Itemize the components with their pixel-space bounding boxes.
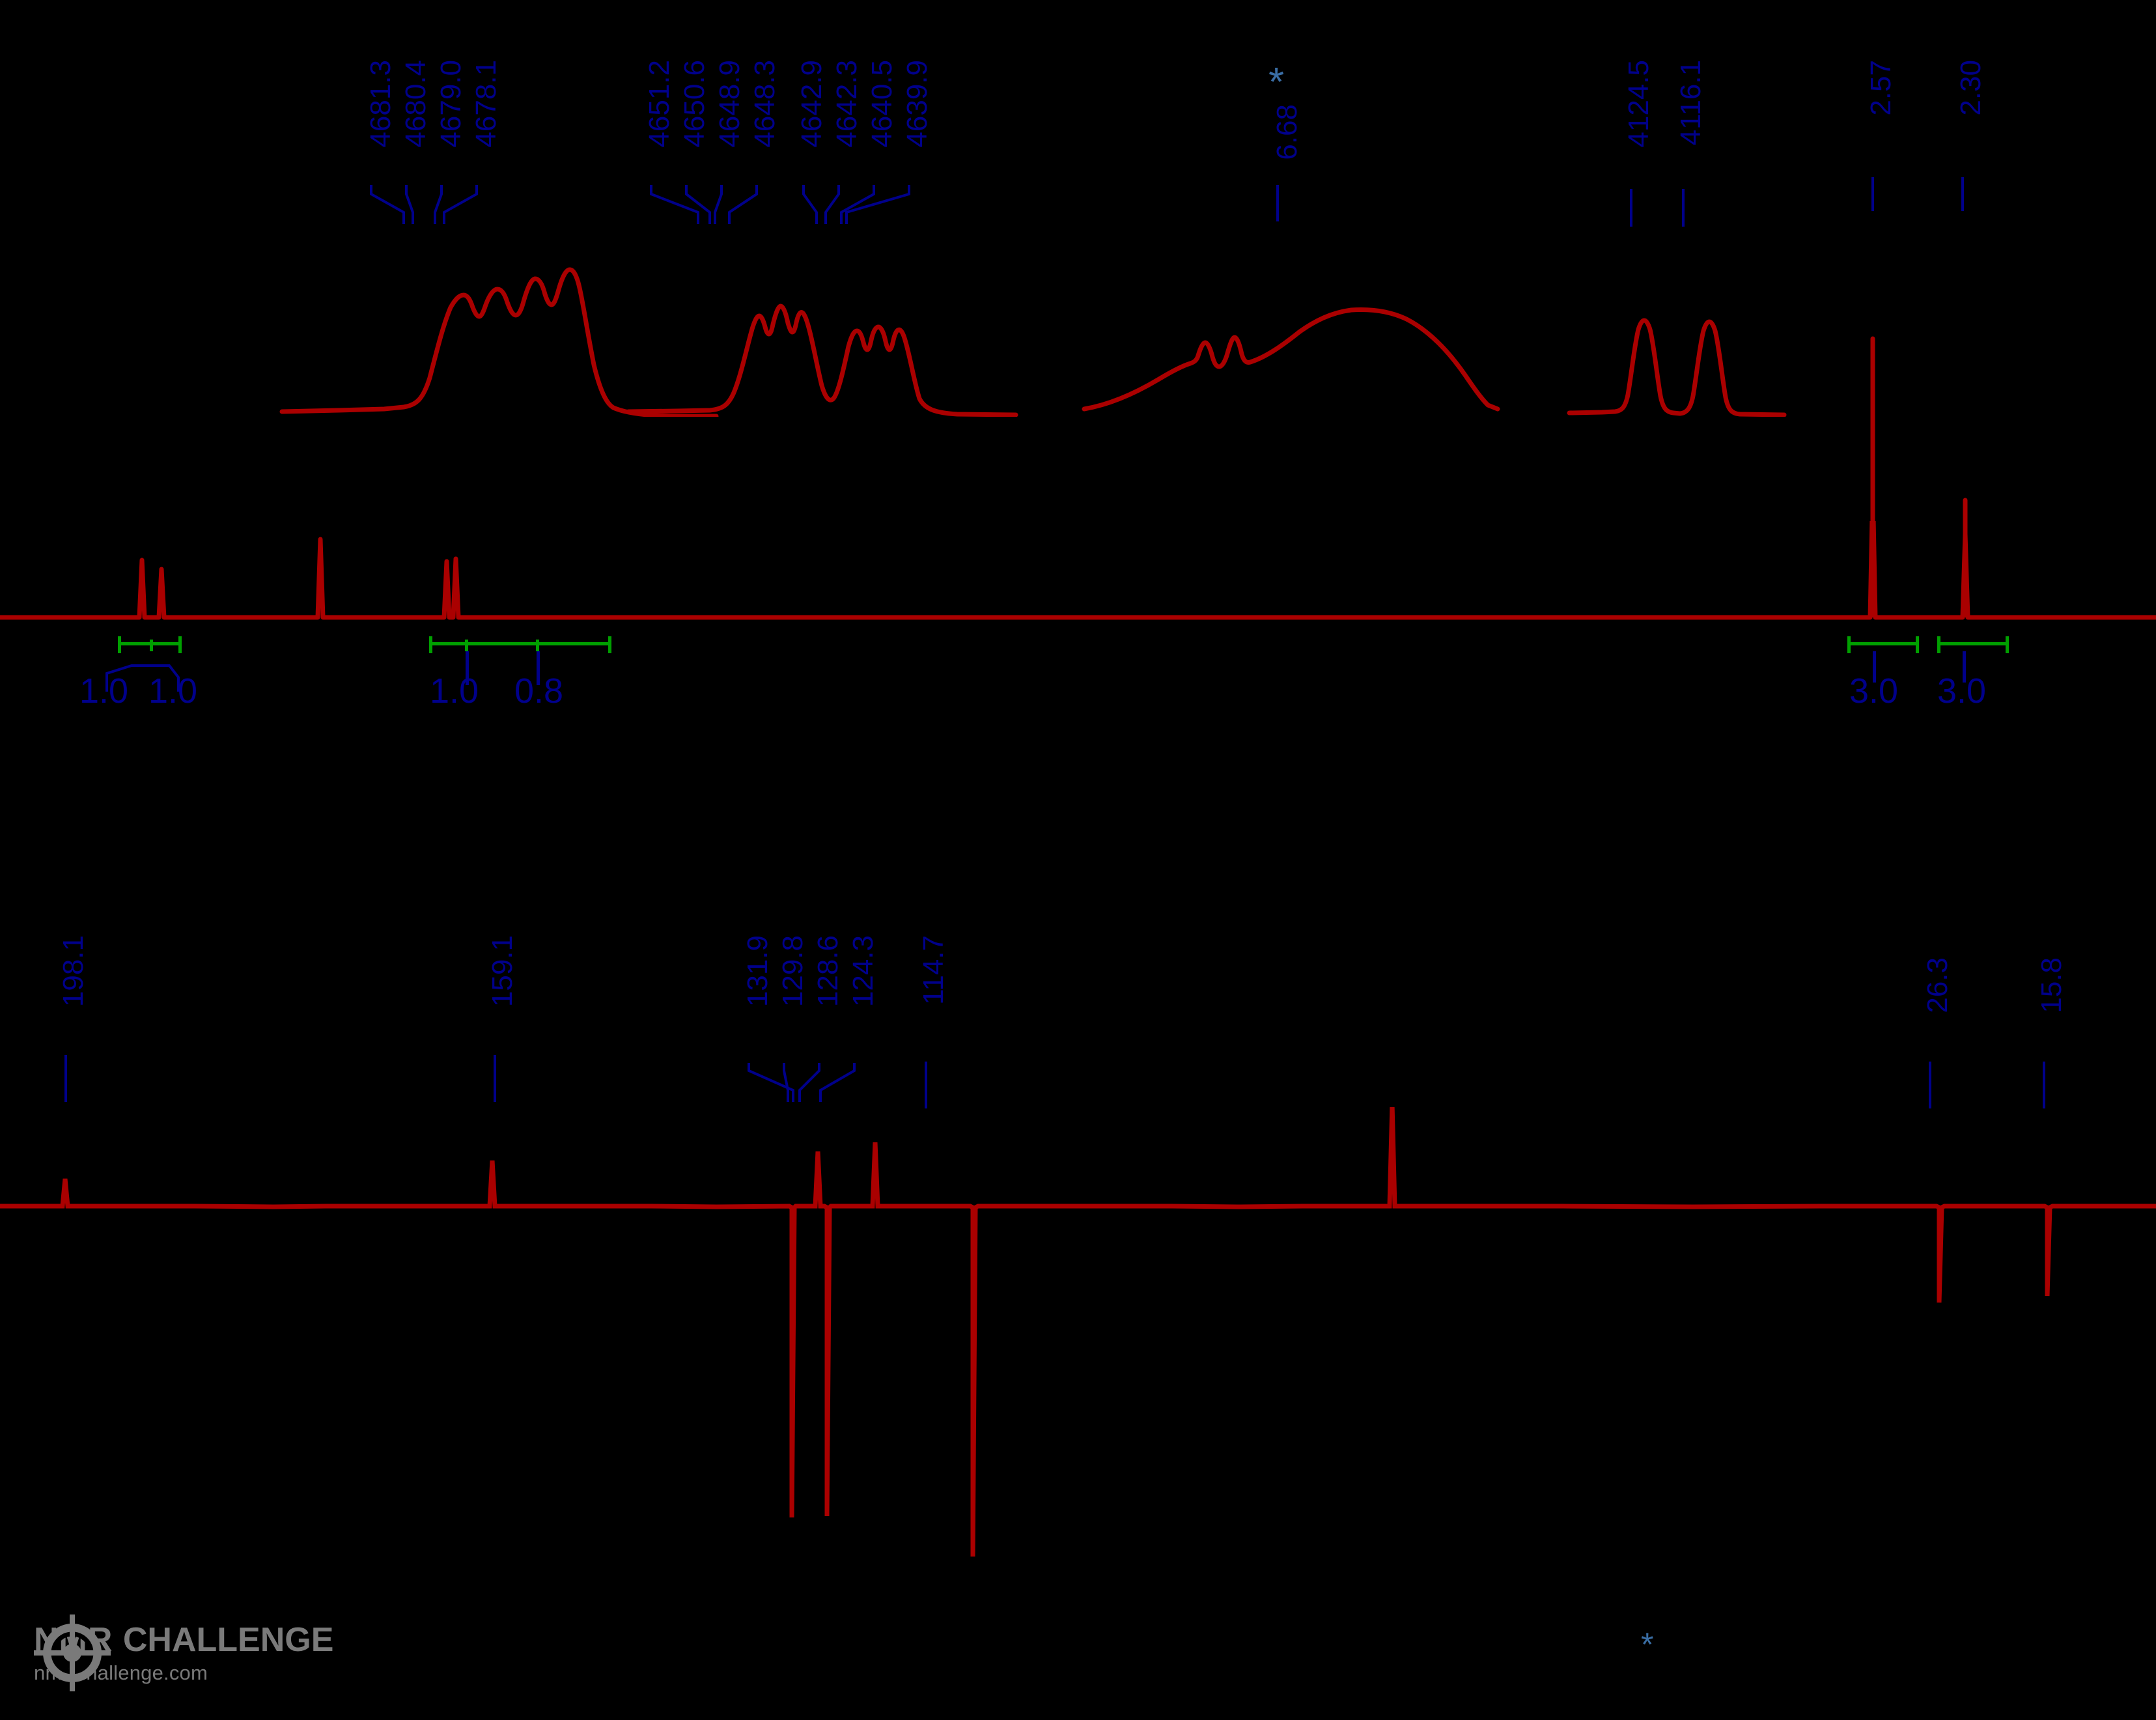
carbon-label-129-8: 129.8 (777, 935, 809, 1008)
peak-label-4680-4: 4680.4 (400, 60, 432, 148)
solvent-asterisk-carbon: * (1641, 1626, 1654, 1663)
carbon-leader-114-7 (925, 1062, 927, 1108)
peak-leader-2-30 (1961, 177, 1964, 211)
peak-label-4648-3: 4648.3 (749, 60, 781, 148)
integral-value-3: 1.0 (430, 671, 479, 711)
crosshair-target-icon (34, 1614, 111, 1691)
integral-value-2: 1.0 (148, 671, 198, 711)
peak-label-4681-3: 4681.3 (365, 60, 397, 148)
integral-stem-5 (1873, 651, 1876, 683)
peak-label-4124-5: 4124.5 (1623, 60, 1655, 148)
integral-value-6: 3.0 (1937, 671, 1987, 711)
carbon-leader-198-1 (64, 1055, 67, 1102)
expansion-trace-4 (1567, 318, 1787, 417)
peak-label-leaders-1 (370, 185, 478, 224)
integral-value-1: 1.0 (79, 671, 129, 711)
integral-cap-5-right (1916, 636, 1919, 653)
integral-curve-1 (105, 664, 180, 692)
solvent-asterisk-proton: * (1268, 60, 1285, 105)
carbon-label-128-6: 128.6 (812, 935, 844, 1008)
carbon-leader-159-1 (494, 1055, 496, 1102)
integral-value-5: 3.0 (1849, 671, 1899, 711)
integral-value-4: 0.8 (514, 671, 564, 711)
peak-label-4678-1: 4678.1 (470, 60, 502, 148)
peak-label-4650-6: 4650.6 (679, 60, 710, 148)
integral-stem-3 (466, 651, 469, 685)
carbon-label-26-3: 26.3 (1922, 957, 1953, 1013)
carbon-leader-26-3 (1929, 1062, 1931, 1108)
integral-bar-6 (1937, 642, 2009, 645)
peak-label-4642-3: 4642.3 (831, 60, 863, 148)
carbon-label-131-9: 131.9 (742, 935, 774, 1008)
integral-tick-4 (536, 640, 539, 651)
peak-leader-2-57 (1871, 177, 1874, 211)
integral-stem-4 (537, 651, 540, 685)
logo-title-challenge: CHALLENGE (122, 1621, 334, 1659)
carbon-label-198-1: 198.1 (57, 935, 89, 1008)
proton-expansion-traces (279, 267, 1787, 417)
peak-label-4679-0: 4679.0 (435, 60, 467, 148)
carbon-label-114-7: 114.7 (917, 935, 949, 1005)
expansion-trace-3 (1082, 307, 1500, 412)
peak-label-2-30: 2.30 (1955, 60, 1987, 116)
integral-cap-4-right (608, 636, 611, 653)
integral-cap-5-left (1847, 636, 1851, 653)
integral-tick-3 (465, 640, 468, 651)
expansion-trace-2 (626, 303, 1018, 417)
integral-cap-6-right (2006, 636, 2009, 653)
proton-tall-peaks (1870, 336, 1968, 617)
peak-label-4116-1: 4116.1 (1675, 60, 1707, 146)
integral-cap-1-left (118, 636, 121, 653)
carbon-label-leaders (748, 1063, 856, 1102)
carbon-leader-15-8 (2043, 1062, 2045, 1108)
peak-label-4648-9: 4648.9 (714, 60, 746, 148)
integral-bar-5 (1847, 642, 1919, 645)
integral-bar-2 (150, 642, 181, 645)
peak-label-4640-5: 4640.5 (866, 60, 898, 148)
nmr-challenge-logo: NMR CHALLENGE nmr-challenge.com (34, 1614, 334, 1691)
integral-bar-3 (429, 642, 611, 645)
peak-label-leaders-2 (650, 185, 910, 224)
carbon-label-159-1: 159.1 (486, 935, 518, 1008)
integral-stem-6 (1963, 651, 1966, 683)
integral-cap-2-right (178, 636, 182, 653)
peak-label-4639-9: 4639.9 (901, 60, 933, 148)
integral-tick-1 (150, 640, 153, 651)
peak-label-2-57: 2.57 (1865, 60, 1897, 116)
peak-label-6-68: 6.68 (1271, 104, 1303, 160)
peak-label-4651-2: 4651.2 (643, 60, 675, 148)
carbon-label-124-3: 124.3 (847, 935, 879, 1008)
carbon-dept-trace (0, 1107, 2156, 1557)
integral-cap-3-left (429, 636, 432, 653)
carbon-label-15-8: 15.8 (2036, 957, 2067, 1013)
peak-leader-4124-5 (1630, 189, 1632, 227)
expansion-trace-1 (279, 267, 719, 417)
peak-leader-6-68 (1276, 185, 1279, 221)
integral-cap-6-left (1937, 636, 1940, 653)
peak-leader-4116-1 (1682, 189, 1685, 227)
peak-label-4642-9: 4642.9 (796, 60, 828, 148)
